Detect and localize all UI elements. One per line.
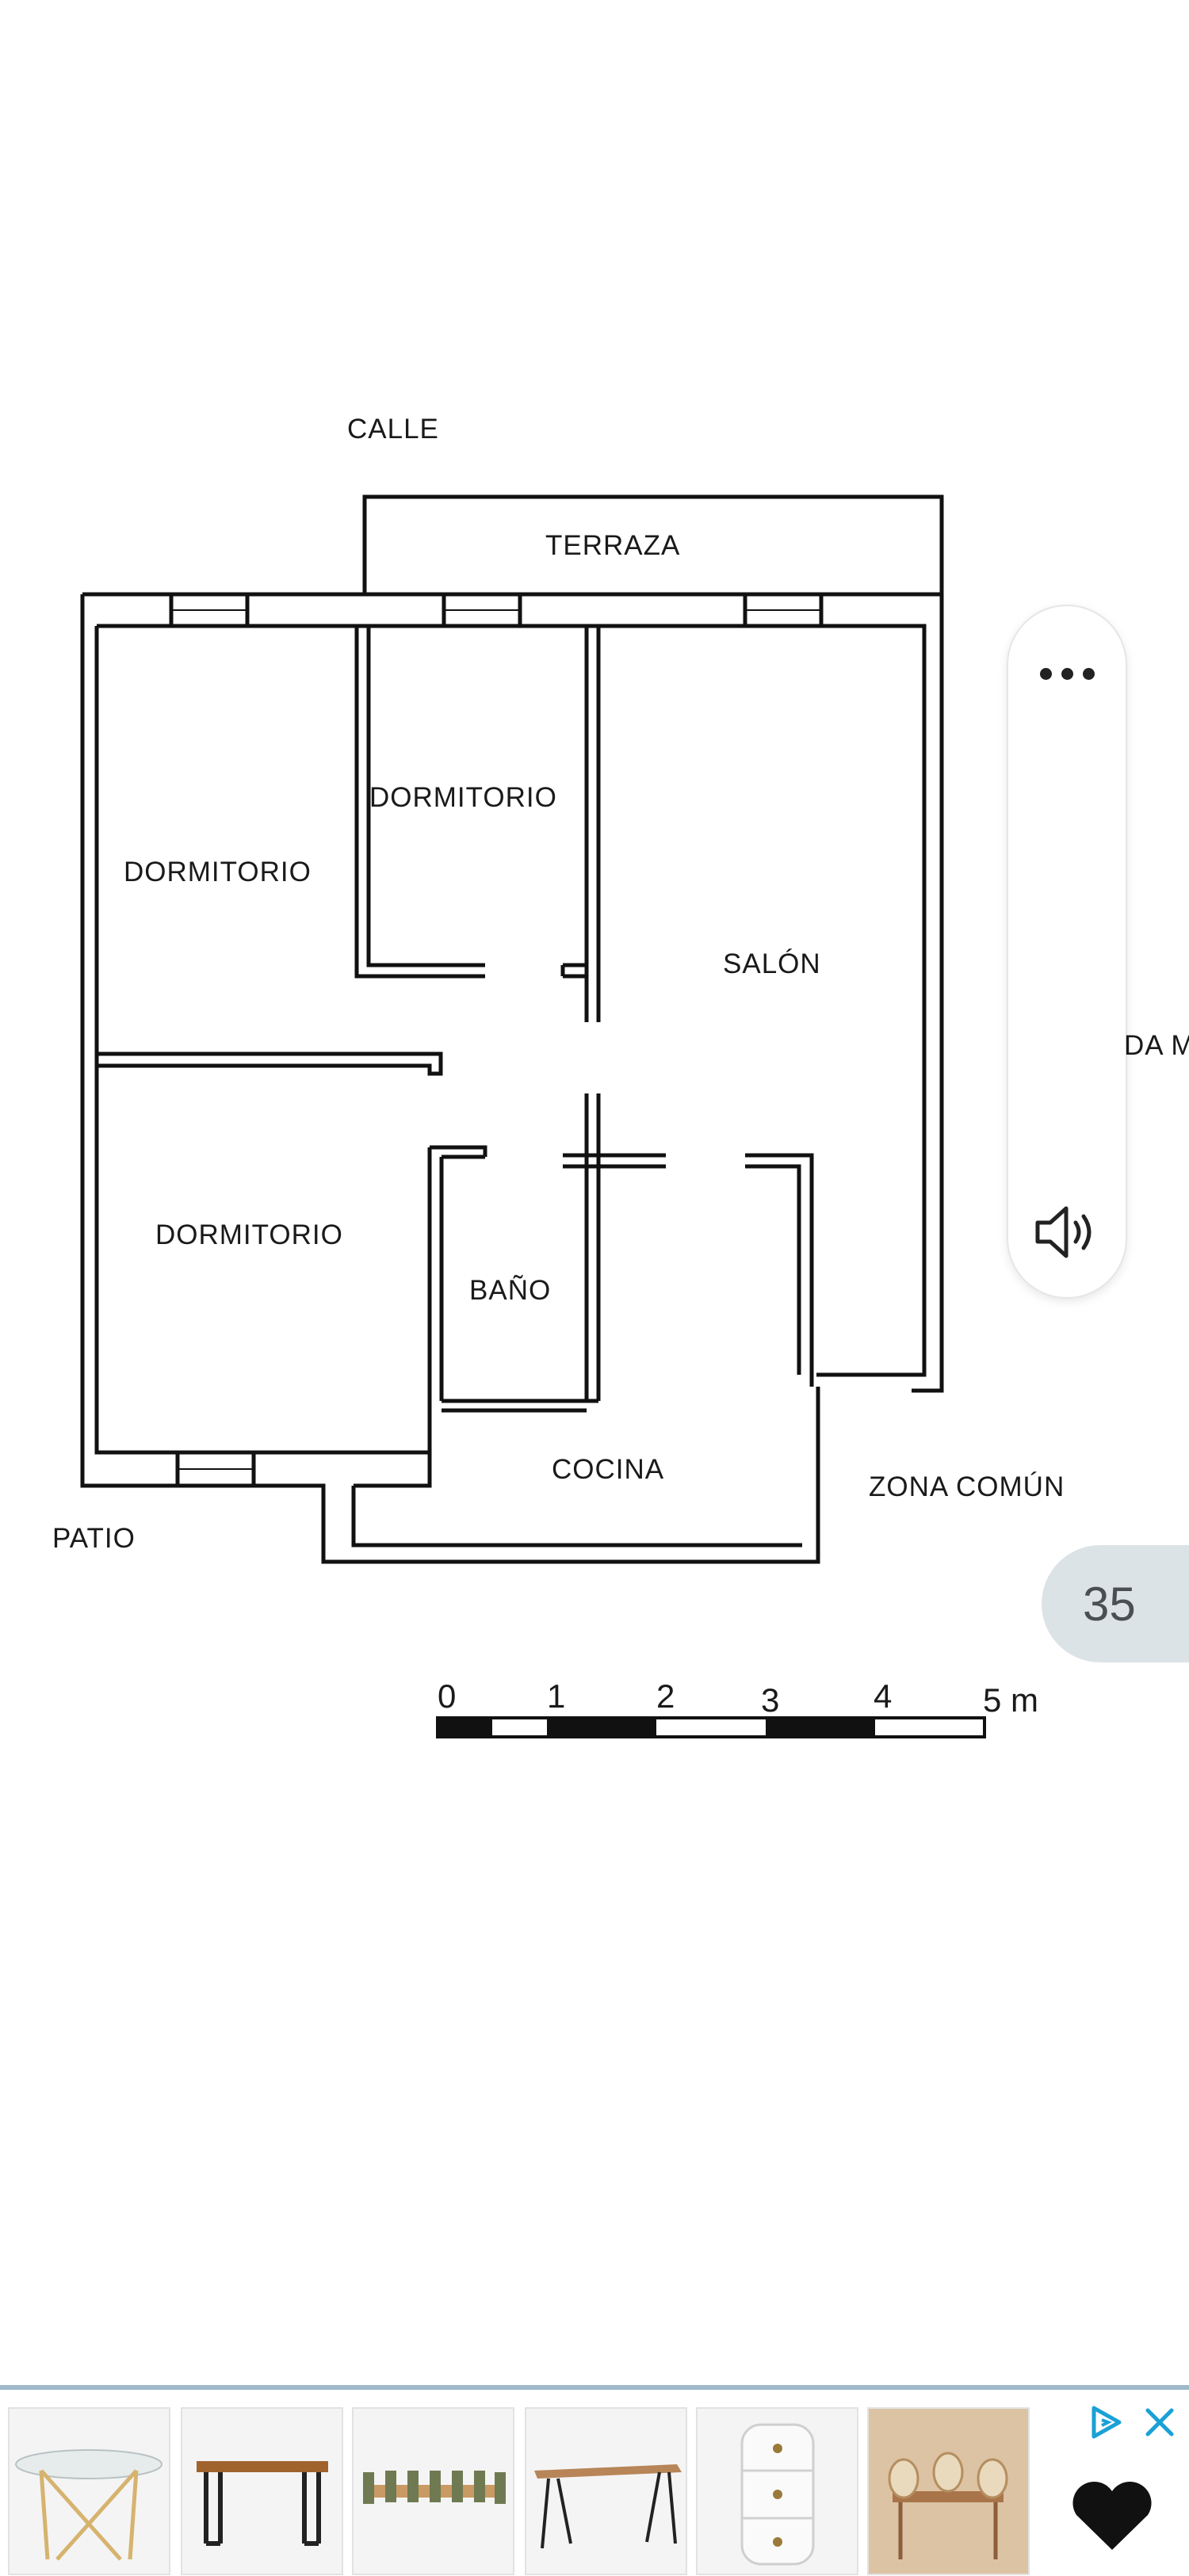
ad-item-white-round-cabinet[interactable] — [696, 2407, 858, 2575]
wood-table-image — [197, 2461, 328, 2546]
round-table-image — [15, 2449, 162, 2561]
scale-bar: 0 1 2 3 4 5 m — [436, 1677, 1038, 1738]
street-label: CALLE — [347, 414, 439, 445]
bathroom-left-wall — [427, 1145, 487, 1401]
heart-icon[interactable] — [1069, 2477, 1156, 2556]
outer-wall-top-right — [82, 592, 944, 1393]
ad-banner[interactable] — [0, 2385, 1189, 2576]
cutoff-plan-label: DA M — [1124, 1030, 1189, 1061]
living-room-label: SALÓN — [723, 948, 821, 979]
speaker-volume-icon — [1035, 1206, 1092, 1258]
more-dot — [1082, 667, 1095, 680]
kitchen-right-wall — [745, 1153, 814, 1387]
floor-plan: CALLE TERRAZA DORMITORIO DORMITORIO SALÓ… — [52, 414, 1065, 1738]
scale-tick-2: 2 — [656, 1677, 675, 1715]
bedroom-left-label: DORMITORIO — [124, 857, 312, 887]
bathroom-label: BAÑO — [469, 1275, 551, 1306]
inner-wall-left — [94, 626, 432, 1455]
bedroom-divider — [97, 1051, 443, 1076]
media-controls-panel — [1008, 606, 1126, 1297]
terrace-outline — [362, 494, 944, 594]
ad-item-round-glass-table[interactable] — [8, 2407, 170, 2575]
ad-choices-icon[interactable] — [1088, 2404, 1124, 2441]
rattan-chairs-image — [888, 2452, 1008, 2559]
rect-table-image — [534, 2464, 682, 2549]
salon-left-wall — [560, 626, 601, 1022]
patio-label: PATIO — [52, 1523, 136, 1554]
scale-tick-5m: 5 m — [983, 1681, 1038, 1719]
terrace-label: TERRAZA — [545, 530, 680, 561]
inner-wall-top-right — [97, 624, 927, 1377]
cabinet-image — [740, 2423, 815, 2566]
more-dot — [1061, 667, 1073, 680]
more-options-button[interactable] — [1027, 638, 1107, 709]
ad-item-rattan-chairs-dining-set[interactable] — [867, 2407, 1030, 2575]
kitchen-bottom-wall — [321, 1486, 802, 1549]
ad-item-rectangular-wood-table[interactable] — [525, 2407, 687, 2575]
outer-wall-left-bottom — [80, 594, 820, 1564]
scale-tick-3: 3 — [761, 1681, 779, 1719]
scale-tick-4: 4 — [874, 1677, 892, 1715]
ad-item-wood-black-leg-table[interactable] — [181, 2407, 343, 2575]
scale-tick-1: 1 — [547, 1677, 565, 1715]
bathroom-bottom-wall — [442, 1399, 598, 1413]
more-horizontal-icon — [1039, 667, 1052, 680]
kitchen-label: COCINA — [552, 1454, 664, 1485]
photo-counter-badge[interactable]: 35 — [1042, 1545, 1189, 1662]
bedroom-top-label: DORMITORIO — [369, 782, 557, 813]
bedroom-top-wall — [354, 626, 485, 979]
ad-item-long-dining-set[interactable] — [352, 2407, 514, 2575]
sound-toggle-button[interactable] — [1027, 1193, 1107, 1272]
bathroom-right-wall — [563, 1093, 666, 1401]
bedroom-bottom-label: DORMITORIO — [155, 1219, 343, 1250]
close-icon[interactable] — [1141, 2404, 1178, 2441]
kitchen-left-wall — [354, 1410, 432, 1488]
common-area-label: ZONA COMÚN — [869, 1471, 1065, 1502]
dining-set-image — [363, 2471, 506, 2504]
scale-tick-0: 0 — [438, 1677, 456, 1715]
